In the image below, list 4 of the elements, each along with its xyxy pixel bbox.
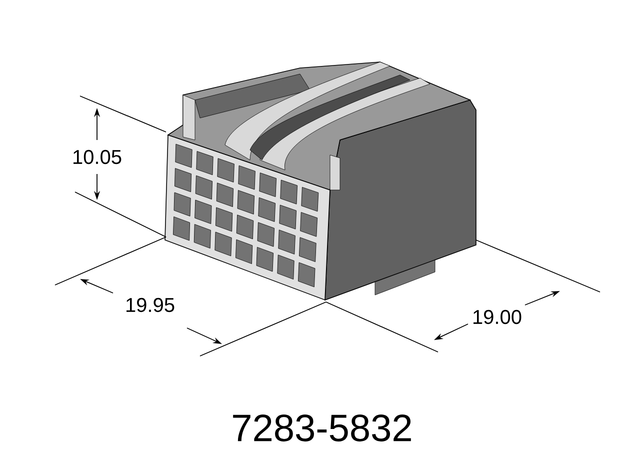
dimension-label: 19.00 [474, 310, 522, 324]
dimension-label: 19.95 [126, 298, 174, 312]
part-number: 7283-5832 [233, 414, 411, 442]
dimension-label: 10.05 [74, 150, 122, 164]
